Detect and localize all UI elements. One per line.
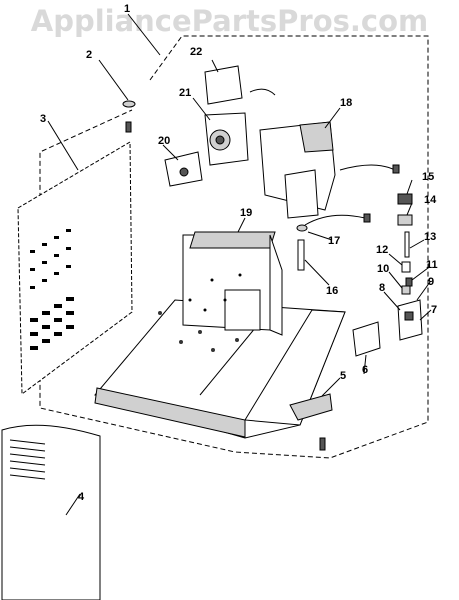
callout-4: 4	[78, 491, 85, 503]
tray-screws	[158, 311, 239, 352]
callout-3: 3	[40, 113, 46, 125]
part-14-block	[397, 214, 413, 226]
part-4-front-cover	[1, 424, 101, 600]
callout-12: 12	[376, 244, 388, 256]
callout-5: 5	[340, 370, 346, 382]
callout-labels: 1 2 3 4 5 6 7 8 9 10 11 12 13 14 15 16 1…	[40, 3, 438, 503]
part-17-sensor	[296, 213, 371, 232]
callout-1: 1	[124, 3, 130, 15]
part-19-housing	[182, 231, 283, 336]
leader-lines	[47, 13, 432, 516]
callout-9: 9	[428, 276, 434, 288]
callout-14: 14	[424, 194, 437, 206]
part-18-auger-housing	[259, 121, 400, 219]
callout-21: 21	[179, 87, 191, 99]
callout-11: 11	[426, 259, 438, 271]
part-2-washer-screw	[122, 100, 136, 133]
part-22-motor-cover	[204, 65, 243, 105]
callout-19: 19	[240, 207, 252, 219]
watermark-text: AppliancePartsPros.com	[30, 4, 429, 38]
part-12-fitting	[401, 261, 411, 273]
callout-7: 7	[431, 304, 437, 316]
part-5-chute	[289, 393, 333, 451]
part-6-plate	[352, 321, 381, 357]
part-21-motor	[204, 88, 276, 166]
callout-13: 13	[424, 231, 436, 243]
callout-8: 8	[379, 282, 385, 294]
callout-17: 17	[328, 235, 340, 247]
part-10-fitting	[401, 285, 411, 295]
callout-2: 2	[86, 49, 92, 61]
callout-18: 18	[340, 97, 352, 109]
callout-20: 20	[158, 135, 170, 147]
part-11-fitting	[405, 277, 413, 287]
part-7-switch-assembly	[397, 299, 423, 341]
part-3-side-panel	[17, 141, 133, 395]
callout-16: 16	[326, 285, 338, 297]
part-15-block	[397, 193, 413, 205]
callout-22: 22	[190, 46, 202, 58]
part-20-bracket	[164, 151, 203, 187]
callout-15: 15	[422, 171, 434, 183]
part-16-thermistor	[297, 239, 305, 271]
callout-6: 6	[362, 364, 368, 376]
part-13-rod	[404, 231, 410, 258]
callout-10: 10	[377, 263, 389, 275]
